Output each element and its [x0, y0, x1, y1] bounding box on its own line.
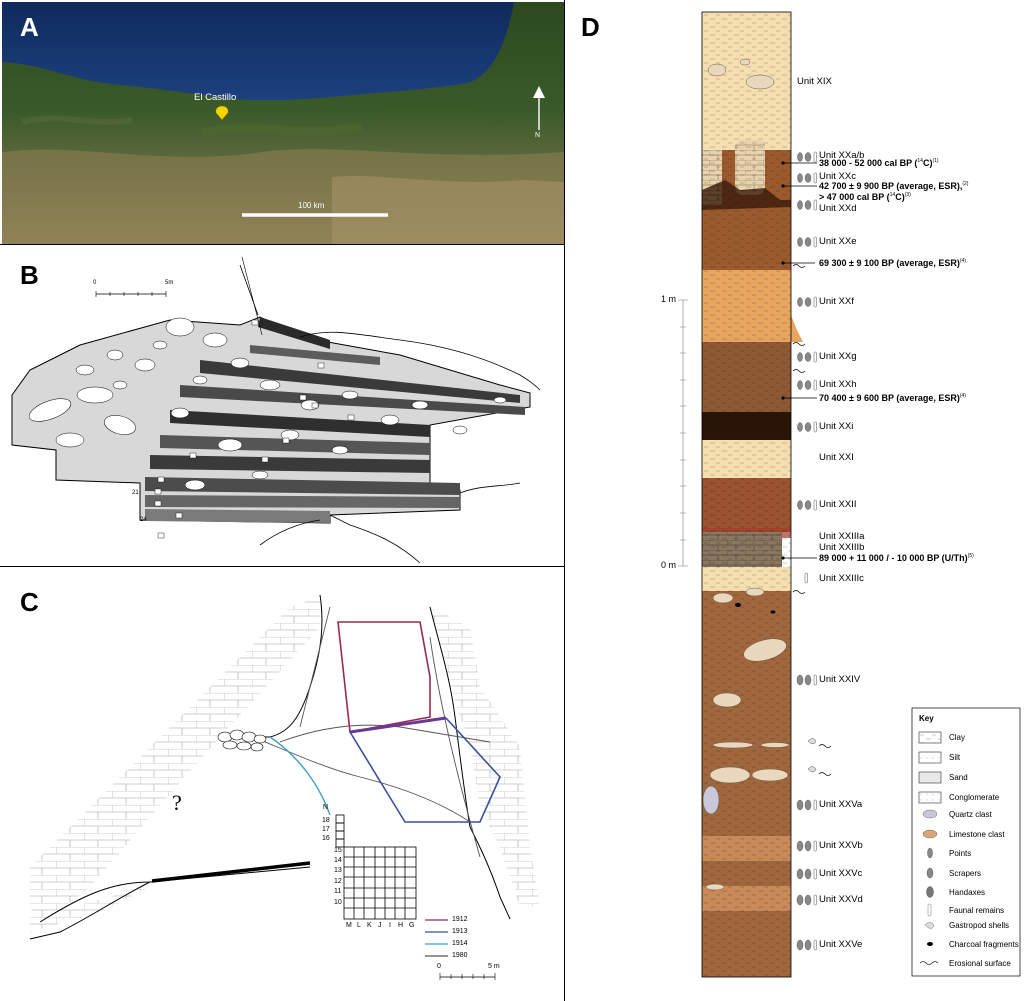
- unit-label: Unit XXVe: [819, 939, 863, 950]
- legend-year: 1912: [452, 916, 468, 923]
- unit-label: Unit XXIIIb: [819, 542, 865, 553]
- scale-end: 5m: [165, 280, 174, 286]
- grid-row-label: 18: [322, 817, 330, 824]
- satellite-map: [2, 2, 564, 244]
- divider-bc: [0, 566, 565, 567]
- key-item: Erosional surface: [949, 959, 1011, 968]
- key-item: Gastropod shells: [949, 921, 1010, 930]
- grid-row-label: 17: [322, 826, 330, 833]
- grid-col-label: J: [378, 922, 382, 929]
- date-label: 70 400 ± 9 600 BP (average, ESR)(4): [819, 393, 966, 403]
- scale-label-1m: 1 m: [661, 294, 677, 304]
- panel-a-letter: A: [20, 12, 39, 42]
- unit-label: Unit XXI: [819, 452, 854, 463]
- unit-label: Unit XXi: [819, 421, 854, 432]
- cave-plan: [29, 594, 540, 980]
- unit-label: Unit XXa/b: [819, 150, 865, 161]
- north-label: N: [323, 804, 329, 811]
- unit-label: Unit XXIIIa: [819, 531, 865, 542]
- unit-label: Unit XXg: [819, 351, 857, 362]
- key-item: Handaxes: [949, 888, 986, 897]
- site-label: El Castillo: [194, 92, 237, 103]
- unit-label: Unit XXc: [819, 171, 856, 182]
- panel-b-letter: B: [20, 260, 39, 290]
- legend-year: 1913: [452, 928, 468, 935]
- unit-label: Unit XIX: [797, 76, 832, 87]
- scale-end: 5 m: [488, 963, 500, 970]
- key-item: Quartz clast: [949, 810, 992, 819]
- panel-d: D: [565, 0, 1024, 1001]
- scale-start: 0: [437, 963, 441, 970]
- divider-ab: [0, 244, 565, 245]
- date-label: > 47 000 cal BP (14C)(3): [819, 192, 911, 202]
- strat-column: [678, 11, 1021, 978]
- unit-label: Unit XXVd: [819, 894, 863, 905]
- grid-col-label: H: [398, 922, 404, 929]
- grid-row-label: 10: [334, 899, 342, 906]
- date-label: 38 000 - 52 000 cal BP (14C)(1): [819, 158, 939, 168]
- key-item: Scrapers: [949, 869, 982, 878]
- key-item: Clay: [949, 733, 966, 742]
- scale-start: 0: [93, 280, 97, 286]
- grid-col-label: L: [357, 922, 361, 929]
- unit-label: Unit XXII: [819, 499, 857, 510]
- grid-col-label: G: [409, 922, 415, 929]
- panel-d-letter: D: [581, 12, 600, 42]
- key-item: Charcoal fragments: [949, 940, 1019, 949]
- layer-number: 24: [140, 517, 147, 523]
- key-title: Key: [919, 714, 934, 723]
- panel-b: B: [0, 245, 564, 566]
- date-label: 42 700 ± 9 900 BP (average, ESR),(2): [819, 181, 969, 191]
- unit-label: Unit XXIV: [819, 674, 861, 685]
- key-item: Sand: [949, 773, 968, 782]
- north-label: N: [535, 132, 541, 139]
- unknown-mark: ?: [172, 790, 182, 815]
- scale-label: 100 km: [298, 201, 325, 210]
- unit-label: Unit XXf: [819, 296, 854, 307]
- grid-col-label: M: [346, 922, 352, 929]
- key-item: Points: [949, 849, 972, 858]
- key-item: Silt: [949, 753, 961, 762]
- date-label: 69 300 ± 9 100 BP (average, ESR)(4): [819, 258, 966, 268]
- panel-c-letter: C: [20, 587, 39, 617]
- scale-label-0m: 0 m: [661, 560, 677, 570]
- grid-row-label: 11: [334, 888, 342, 895]
- date-label: 89 000 + 11 000 / - 10 000 BP (U/Th)(5): [819, 553, 974, 563]
- grid-row-label: 14: [334, 857, 342, 864]
- layer-number: 21: [132, 490, 139, 496]
- section-drawing: [11, 256, 541, 564]
- panel-a: A El Castillo 100 km N: [2, 2, 564, 244]
- unit-label: Unit XXVa: [819, 799, 863, 810]
- unit-label: Unit XXVb: [819, 840, 863, 851]
- divider-vertical: [564, 0, 565, 1001]
- unit-label: Unit XXh: [819, 379, 857, 390]
- unit-label: Unit XXd: [819, 203, 857, 214]
- grid-col-label: K: [367, 922, 372, 929]
- panel-c: C: [0, 567, 564, 1001]
- legend-year: 1980: [452, 952, 468, 959]
- grid-row-label: 16: [322, 835, 330, 842]
- legend-year: 1914: [452, 940, 468, 947]
- grid-row-label: 12: [334, 878, 342, 885]
- grid-row-label: 13: [334, 867, 342, 874]
- grid-col-label: I: [389, 922, 391, 929]
- key-item: Limestone clast: [949, 830, 1005, 839]
- grid-row-label: 15: [334, 847, 342, 854]
- key-item: Conglomerate: [949, 793, 1000, 802]
- unit-label: Unit XXIIIc: [819, 573, 864, 584]
- unit-label: Unit XXVc: [819, 868, 863, 879]
- unit-label: Unit XXe: [819, 236, 857, 247]
- key-item: Faunal remains: [949, 906, 1005, 915]
